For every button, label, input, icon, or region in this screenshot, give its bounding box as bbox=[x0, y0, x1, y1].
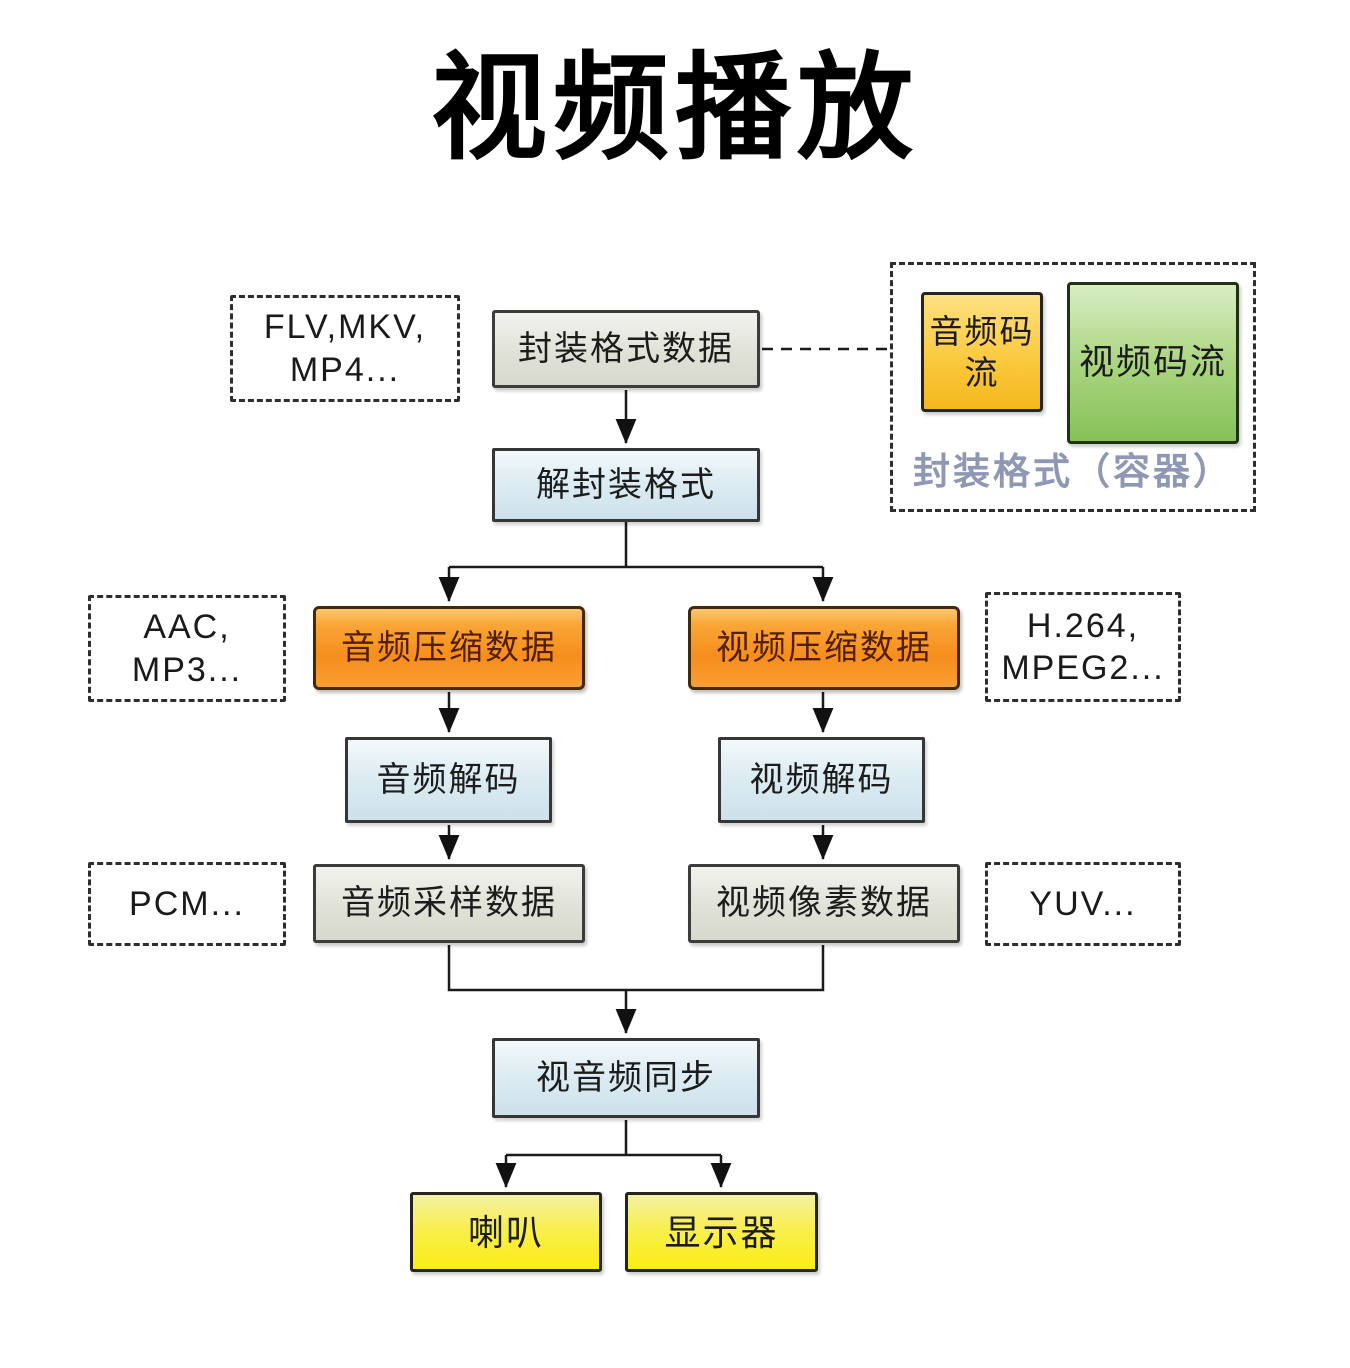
node-display: 显示器 bbox=[625, 1192, 818, 1272]
node-muxed-format-data: 封装格式数据 bbox=[492, 310, 760, 388]
node-av-sync: 视音频同步 bbox=[492, 1038, 760, 1118]
note-yuv: YUV... bbox=[985, 862, 1181, 946]
node-speaker: 喇叭 bbox=[410, 1192, 602, 1272]
connector-demux-split bbox=[449, 522, 823, 569]
node-video-pixel-data: 视频像素数据 bbox=[688, 864, 960, 943]
node-video-compressed-data: 视频压缩数据 bbox=[688, 606, 960, 690]
node-demux: 解封装格式 bbox=[492, 448, 760, 522]
connector-sync-split bbox=[506, 1120, 721, 1157]
note-audio-codecs: AAC, MP3... bbox=[88, 595, 286, 702]
node-video-stream: 视频码流 bbox=[1067, 282, 1239, 444]
connector-merge bbox=[447, 945, 825, 992]
container-format-caption: 封装格式（容器） bbox=[913, 451, 1233, 492]
note-container-formats: FLV,MKV, MP4... bbox=[230, 295, 460, 402]
node-audio-sample-data: 音频采样数据 bbox=[313, 864, 585, 943]
note-pcm: PCM... bbox=[88, 862, 286, 946]
page-title: 视频播放 bbox=[431, 43, 919, 173]
group-container-format: 音频码流 视频码流 封装格式（容器） bbox=[890, 262, 1256, 512]
note-video-codecs: H.264, MPEG2... bbox=[985, 592, 1181, 702]
node-audio-stream: 音频码流 bbox=[921, 292, 1043, 412]
node-audio-compressed-data: 音频压缩数据 bbox=[313, 606, 585, 690]
node-video-decode: 视频解码 bbox=[718, 737, 925, 823]
node-audio-decode: 音频解码 bbox=[345, 737, 552, 823]
